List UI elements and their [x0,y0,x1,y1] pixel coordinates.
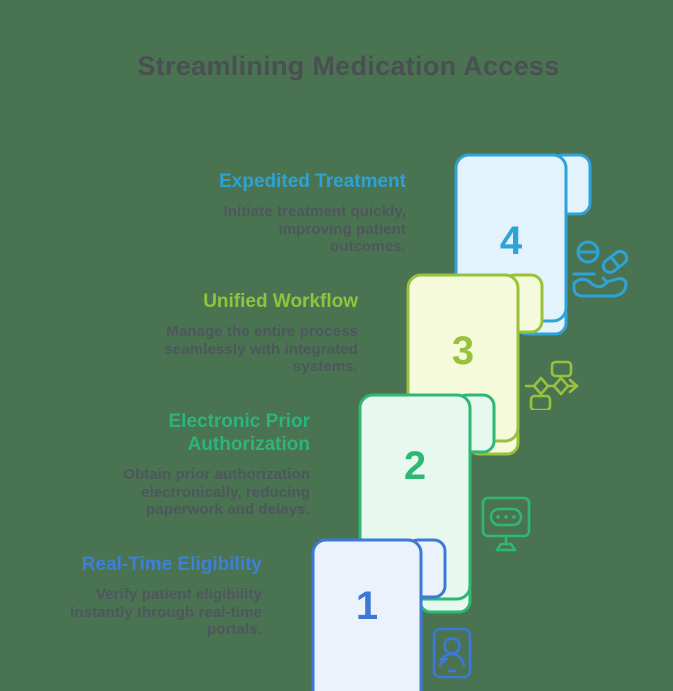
scroll-shape-1 [311,538,447,691]
workflow-diagram-icon [524,360,582,410]
step-number-3: 3 [451,329,475,373]
step-text-2: Electronic Prior Authorization Obtain pr… [70,410,310,519]
step-number-1: 1 [355,584,379,628]
computer-monitor-icon [481,496,531,554]
step-number-2: 2 [403,444,427,488]
step-description-3: Manage the entire process seamlessly wit… [164,323,358,375]
step-text-3: Unified Workflow Manage the entire proce… [118,290,358,376]
step-number-4: 4 [499,219,523,263]
step-description-2: Obtain prior authorization electronicall… [123,466,310,518]
step-text-4: Expedited Treatment Initiate treatment q… [166,170,406,256]
step-heading-4: Expedited Treatment [219,171,406,192]
step-description-4: Initiate treatment quickly, improving pa… [223,203,406,255]
step-heading-1: Real-Time Eligibility [81,554,262,575]
step-heading-3: Unified Workflow [203,291,358,312]
hand-with-pills-icon [568,237,632,299]
scroll-step-1 [311,538,447,691]
step-heading-2: Electronic Prior Authorization [168,411,311,455]
page-title: Streamlining Medication Access [137,51,560,81]
step-text-1: Real-Time Eligibility Verify patient eli… [22,553,262,639]
patient-id-badge-icon [432,627,472,679]
step-description-1: Verify patient eligibility instantly thr… [70,586,262,638]
